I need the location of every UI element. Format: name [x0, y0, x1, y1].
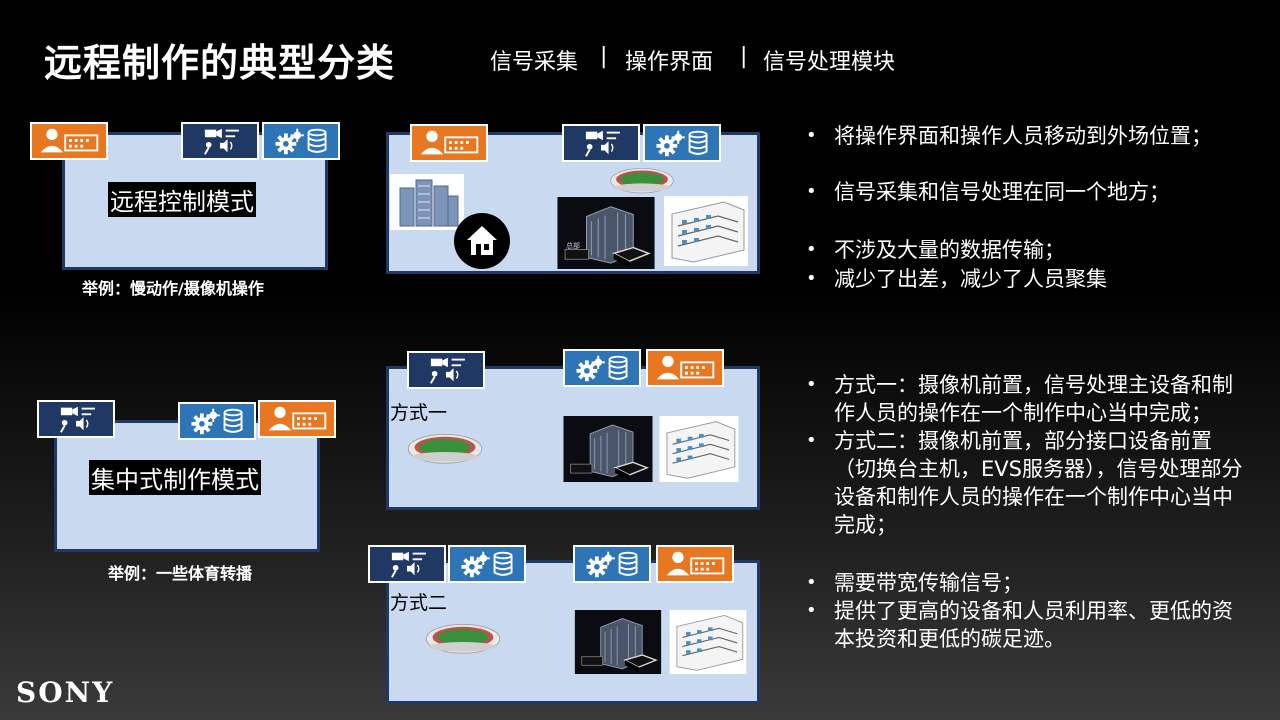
camera-icon	[37, 400, 115, 438]
centralized-mode-label: 集中式制作模式	[89, 460, 261, 495]
home-icon	[454, 213, 510, 269]
headquarters-server-image	[556, 197, 656, 269]
remote-mode-example: 举例：慢动作/摄像机操作	[82, 279, 264, 298]
bullet-item: 提供了更高的设备和人员利用率、更低的资本投资和更低的碳足迹。	[800, 597, 1250, 653]
processing-gear-icon	[563, 349, 641, 387]
operator-icon	[30, 122, 108, 160]
processing-gear-icon	[178, 402, 256, 440]
processing-gear-icon	[448, 545, 526, 583]
operator-icon	[410, 124, 488, 162]
control-room-image	[669, 610, 747, 674]
headquarters-server-image	[562, 416, 654, 482]
centralized-mode-bullets: 方式一：摄像机前置，信号处理主设备和制作人员的操作在一个制作中心当中完成； 方式…	[800, 371, 1250, 653]
camera-icon	[407, 351, 485, 389]
bullet-item: 信号采集和信号处理在同一个地方；	[800, 178, 1260, 206]
remote-mode-label: 远程控制模式	[108, 182, 256, 217]
bullet-item: 不涉及大量的数据传输；	[800, 236, 1260, 264]
control-room-image	[659, 416, 739, 482]
control-room-image	[664, 195, 748, 267]
camera-icon	[562, 124, 640, 162]
office-building-icon	[390, 174, 464, 230]
sony-logo: SONY	[16, 676, 115, 709]
bullet-item: 方式一：摄像机前置，信号处理主设备和制作人员的操作在一个制作中心当中完成；	[800, 371, 1250, 427]
headquarters-server-image	[573, 610, 663, 674]
bullet-item: 需要带宽传输信号；	[800, 569, 1250, 597]
page-title: 远程制作的典型分类	[44, 41, 396, 85]
method-two-label: 方式二	[390, 592, 448, 614]
operator-icon	[258, 400, 336, 438]
camera-icon	[368, 545, 446, 583]
bullet-item: 将操作界面和操作人员移动到外场位置；	[800, 122, 1260, 150]
processing-gear-icon	[643, 124, 721, 162]
processing-gear-icon	[573, 545, 651, 583]
header-separator: |	[600, 44, 608, 69]
header-signal-acquisition: 信号采集	[490, 50, 579, 75]
method-one-label: 方式一	[390, 402, 448, 424]
stadium-icon	[397, 428, 493, 468]
header-operation-interface: 操作界面	[625, 50, 714, 75]
header-separator: |	[740, 44, 748, 69]
stadium-icon	[415, 618, 511, 658]
header-signal-processing: 信号处理模块	[763, 50, 896, 75]
remote-mode-bullets: 将操作界面和操作人员移动到外场位置； 信号采集和信号处理在同一个地方； 不涉及大…	[800, 122, 1260, 293]
operator-icon	[646, 349, 724, 387]
bullet-item: 减少了出差，减少了人员聚集	[800, 265, 1260, 293]
camera-icon	[181, 122, 259, 160]
stadium-icon	[598, 163, 686, 197]
headquarters-label: 总部	[566, 242, 580, 250]
centralized-mode-example: 举例：一些体育转播	[108, 564, 253, 583]
processing-gear-icon	[262, 122, 340, 160]
bullet-item: 方式二：摄像机前置，部分接口设备前置（切换台主机，EVS服务器），信号处理部分设…	[800, 427, 1250, 539]
operator-icon	[656, 545, 734, 583]
